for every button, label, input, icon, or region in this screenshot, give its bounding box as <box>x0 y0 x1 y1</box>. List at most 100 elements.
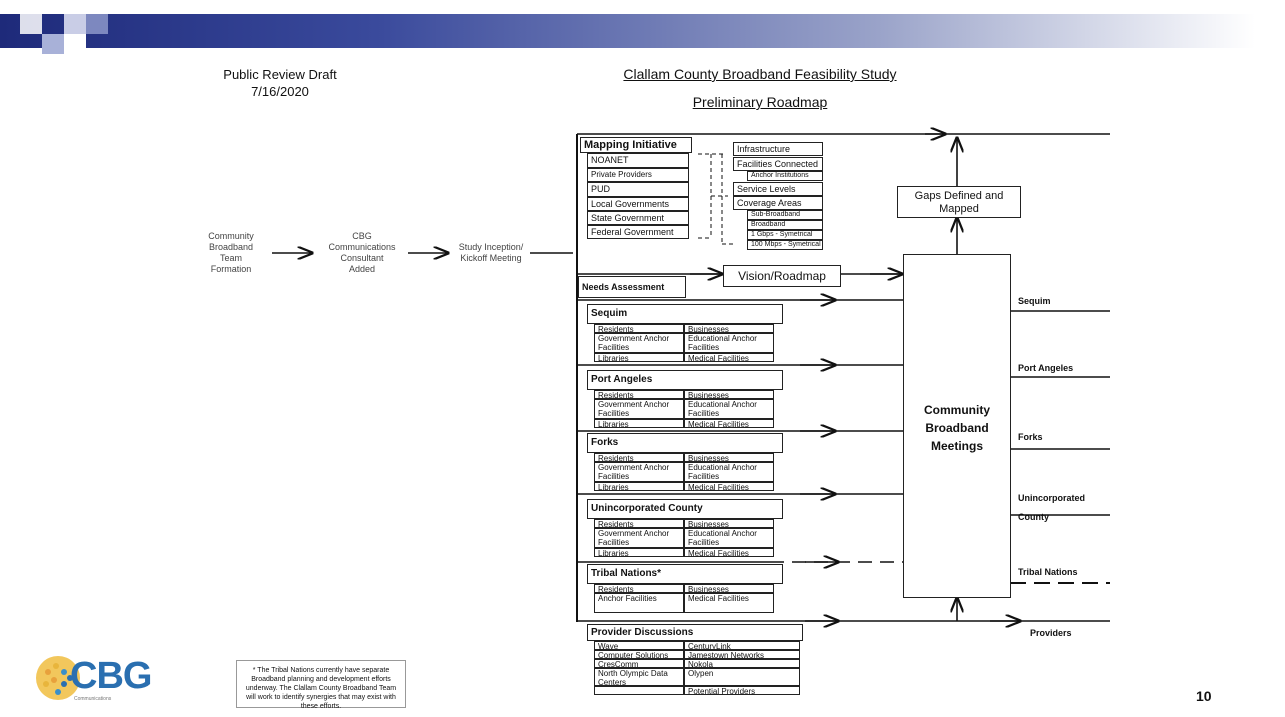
output-unincorporated-county: Unincorporated County <box>1018 493 1086 522</box>
community-cell: Residents <box>594 390 684 399</box>
mapping-initiative-title: Mapping Initiative <box>580 137 692 153</box>
meetings-line1: Community <box>924 403 990 417</box>
community-title-forks: Forks <box>587 433 783 453</box>
flow-step2-line1: CBG <box>352 231 372 241</box>
logo-text: CBG <box>70 655 152 697</box>
community-cell: Government Anchor Facilities <box>594 333 684 353</box>
community-cell: Government Anchor Facilities <box>594 462 684 482</box>
provider-discussions-title: Provider Discussions <box>587 624 803 641</box>
mapping-source: NOANET <box>587 153 689 168</box>
flow-step1-line2: Broadband <box>208 242 254 252</box>
output-sequim: Sequim <box>1018 296 1051 306</box>
community-cell: Residents <box>594 519 684 528</box>
provider-cell: Olypen <box>684 668 800 686</box>
provider-cell: Jamestown Networks <box>684 650 800 659</box>
draft-label: Public Review Draft 7/16/2020 <box>200 66 360 100</box>
community-cell: Libraries <box>594 482 684 491</box>
needs-assessment-box: Needs Assessment <box>578 276 686 298</box>
mapping-item-coverage: Coverage Areas <box>733 196 823 210</box>
community-cell: Libraries <box>594 548 684 557</box>
flow-step-consultant-added: CBG Communications Consultant Added <box>320 231 404 275</box>
community-cell: Medical Facilities <box>684 548 774 557</box>
flow-step-kickoff: Study Inception/ Kickoff Meeting <box>450 242 532 264</box>
community-cell: Educational Anchor Facilities <box>684 462 774 482</box>
community-title-unincorporated-county: Unincorporated County <box>587 499 783 519</box>
community-cell: Residents <box>594 324 684 333</box>
provider-cell: North Olympic Data Centers <box>594 668 684 686</box>
community-cell: Medical Facilities <box>684 593 774 613</box>
mapping-item-infrastructure: Infrastructure <box>733 142 823 156</box>
community-cell: Medical Facilities <box>684 353 774 362</box>
page-number: 10 <box>1196 688 1212 704</box>
community-cell: Businesses <box>684 324 774 333</box>
community-title-tribal-nations: Tribal Nations* <box>587 564 783 584</box>
mapping-item-anchor: Anchor Institutions <box>747 171 823 181</box>
community-cell: Anchor Facilities <box>594 593 684 613</box>
flow-step2-line3: Consultant <box>340 253 384 263</box>
community-cell: Businesses <box>684 453 774 462</box>
community-cell: Libraries <box>594 353 684 362</box>
flow-step2-line4: Added <box>348 264 376 274</box>
mapping-source: State Government <box>587 211 689 225</box>
community-cell: Government Anchor Facilities <box>594 528 684 548</box>
tribal-footnote: * The Tribal Nations currently have sepa… <box>236 660 406 710</box>
provider-cell <box>594 686 684 695</box>
community-cell: Educational Anchor Facilities <box>684 333 774 353</box>
mapping-item-facilities: Facilities Connected <box>733 157 823 171</box>
provider-cell: Computer Solutions <box>594 650 684 659</box>
community-cell: Businesses <box>684 519 774 528</box>
page-subtitle: Preliminary Roadmap <box>692 94 828 110</box>
header-decoration <box>0 0 1285 62</box>
output-port-angeles: Port Angeles <box>1018 363 1074 373</box>
meetings-line2: Broadband <box>925 421 989 435</box>
mapping-title-text: Mapping Initiative <box>584 139 677 151</box>
flow-step3-line1: Study Inception/ <box>458 242 524 252</box>
provider-cell: CenturyLink <box>684 641 800 650</box>
mapping-source: Federal Government <box>587 225 689 239</box>
mapping-item-gbps: 1 Gbps - Symetrical <box>747 230 823 240</box>
flow-step1-line1: Community <box>208 231 254 241</box>
output-tribal-nations: Tribal Nations <box>1018 567 1078 577</box>
community-cell: Medical Facilities <box>684 482 774 491</box>
gaps-defined-box: Gaps Defined and Mapped <box>897 186 1021 218</box>
mapping-source: Private Providers <box>587 168 689 182</box>
mapping-source: Local Governments <box>587 197 689 211</box>
community-meetings-box: Community Broadband Meetings <box>903 254 1011 598</box>
provider-cell: Wave <box>594 641 684 650</box>
meetings-line3: Meetings <box>930 439 983 453</box>
flow-step3-line2: Kickoff Meeting <box>460 253 522 263</box>
community-cell: Educational Anchor Facilities <box>684 528 774 548</box>
provider-cell: CresComm <box>594 659 684 668</box>
mapping-source: PUD <box>587 182 689 197</box>
output-providers: Providers <box>1030 628 1072 638</box>
mapping-item-broadband: Broadband <box>747 220 823 230</box>
draft-line1: Public Review Draft <box>223 67 337 82</box>
community-cell: Government Anchor Facilities <box>594 399 684 419</box>
mapping-item-service: Service Levels <box>733 182 823 196</box>
community-cell: Medical Facilities <box>684 419 774 428</box>
community-cell: Residents <box>594 453 684 462</box>
vision-roadmap-box: Vision/Roadmap <box>723 265 841 287</box>
page-title: Clallam County Broadband Feasibility Stu… <box>623 66 897 82</box>
flow-step1-line4: Formation <box>210 264 252 274</box>
community-cell: Residents <box>594 584 684 593</box>
output-forks: Forks <box>1018 432 1043 442</box>
community-title-sequim: Sequim <box>587 304 783 324</box>
community-title-port-angeles: Port Angeles <box>587 370 783 390</box>
community-cell: Businesses <box>684 584 774 593</box>
flow-step1-line3: Team <box>219 253 242 263</box>
mapping-item-mbps: 100 Mbps - Symetrical <box>747 240 823 250</box>
draft-date: 7/16/2020 <box>251 84 309 99</box>
mapping-item-sub-broadband: Sub-Broadband <box>747 210 823 220</box>
community-cell: Libraries <box>594 419 684 428</box>
cbg-logo: CBG Communications <box>34 650 164 708</box>
flow-step2-line2: Communications <box>328 242 396 252</box>
provider-cell: Potential Providers <box>684 686 800 695</box>
logo-globe-icon <box>36 656 80 700</box>
community-cell: Educational Anchor Facilities <box>684 399 774 419</box>
community-cell: Businesses <box>684 390 774 399</box>
flow-step-team-formation: Community Broadband Team Formation <box>196 231 266 275</box>
provider-cell: Nokola <box>684 659 800 668</box>
logo-tagline: Communications <box>74 696 112 702</box>
